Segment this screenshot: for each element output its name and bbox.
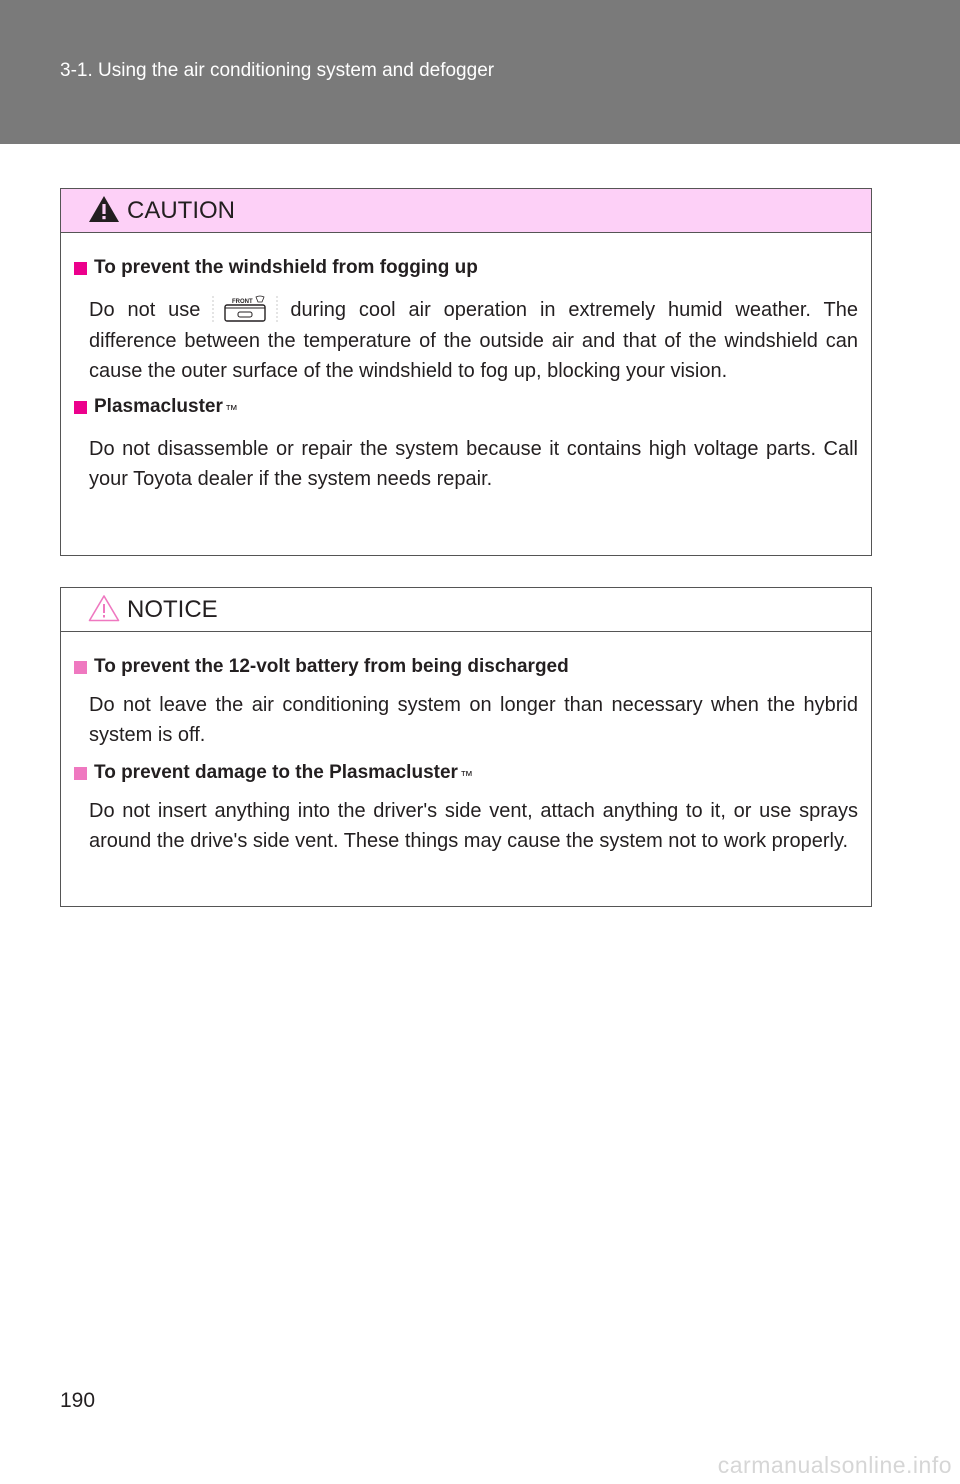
page-number: 190 [60, 1389, 96, 1412]
notice-item-heading: To prevent the 12-volt battery from bein… [74, 652, 858, 682]
square-bullet-icon [74, 661, 87, 674]
page-header: 3-1. Using the air conditioning system a… [0, 0, 960, 144]
notice-warning-icon [88, 595, 120, 622]
notice-item-text: Do not insert anything into the driver's… [89, 800, 858, 852]
caution-label: CAUTION [127, 197, 235, 224]
warning-icon [89, 196, 119, 222]
front-defogger-button-icon: FRONT [210, 294, 280, 324]
section-title: 3-1. Using the air conditioning system a… [60, 60, 495, 81]
front-button-label: FRONT [232, 299, 253, 305]
trademark-symbol: ™ [224, 401, 238, 417]
caution-header: CAUTION [61, 189, 871, 233]
square-bullet-icon [74, 767, 87, 780]
caution-item-text: Do not disassemble or repair the system … [89, 437, 858, 490]
caution-box: CAUTION To prevent the windshield from f… [60, 188, 872, 556]
notice-header: NOTICE [61, 588, 871, 632]
caution-item-text: Do not use FRONT during cool air operati… [74, 295, 858, 386]
notice-item-text: Do not leave the air conditioning system… [89, 694, 858, 746]
square-bullet-icon [74, 400, 87, 414]
notice-label: NOTICE [127, 596, 218, 623]
trademark-symbol: ™ [459, 768, 473, 783]
notice-box: NOTICE To prevent the 12-volt battery fr… [60, 587, 872, 907]
watermark: carmanualsonline.info [717, 1452, 952, 1478]
caution-item-heading: To prevent the windshield from fogging u… [74, 253, 858, 283]
square-bullet-icon [74, 262, 87, 275]
